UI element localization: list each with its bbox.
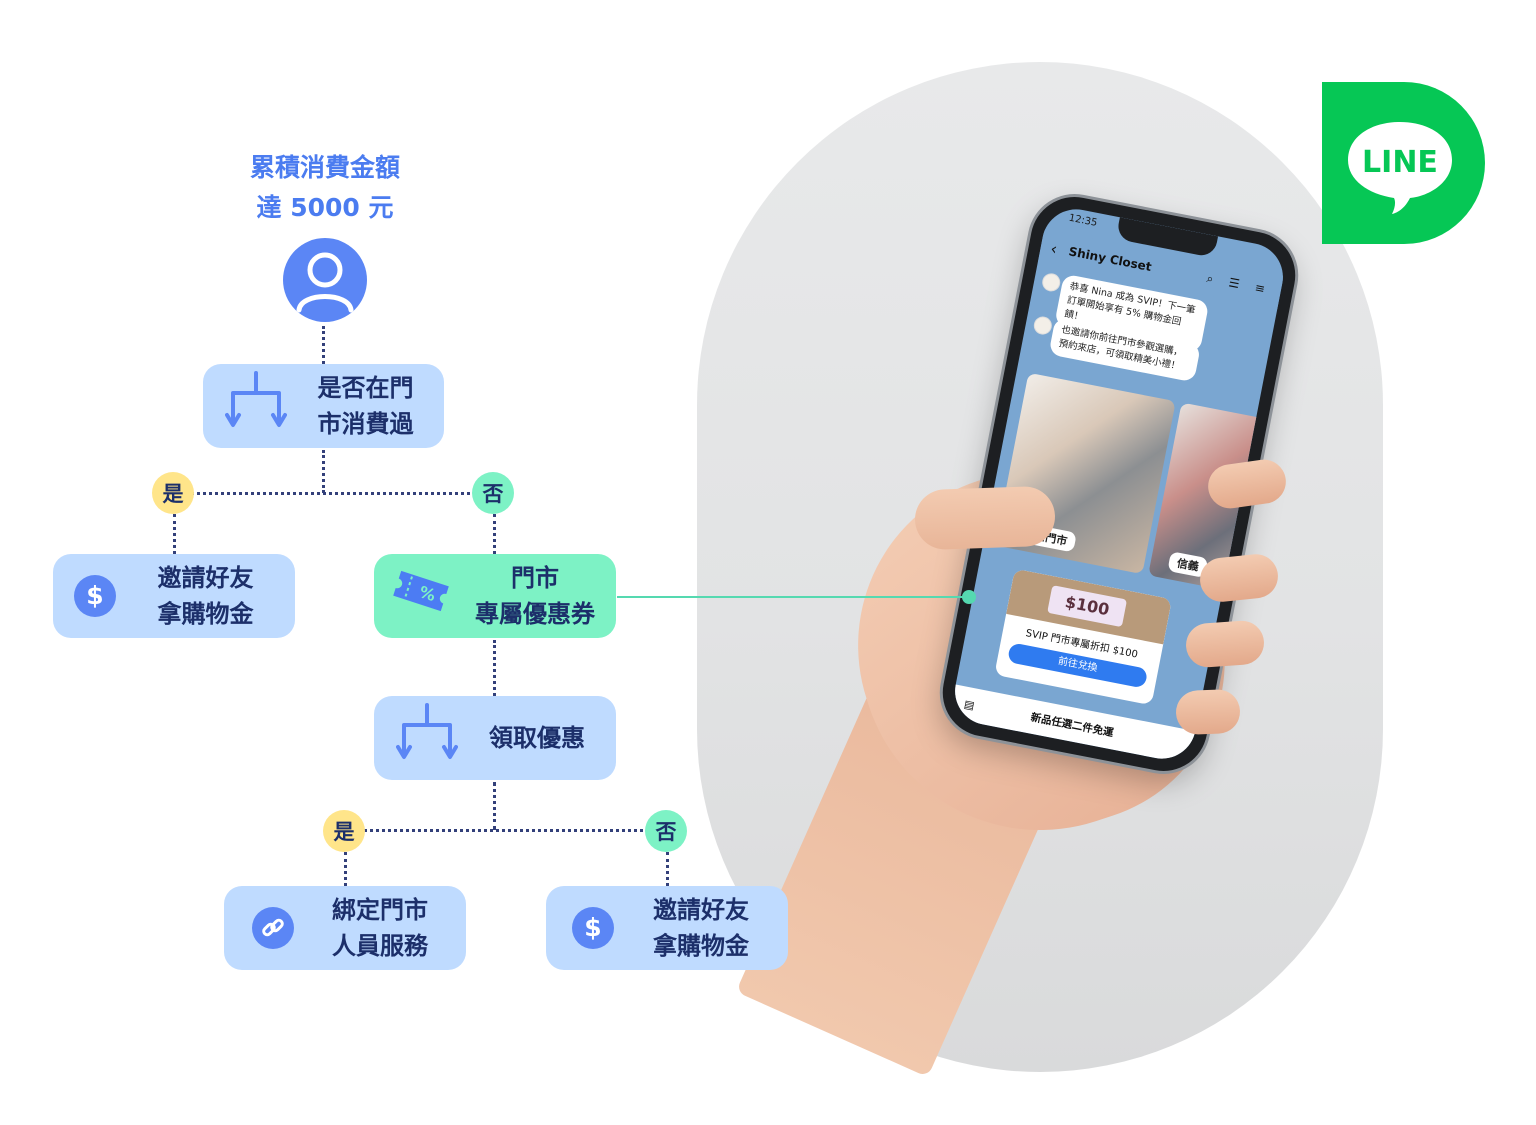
user-avatar-icon xyxy=(283,238,367,322)
svg-text:%: % xyxy=(417,582,438,605)
trigger-title: 累積消費金額 達 5000 元 xyxy=(200,148,450,228)
coupon-node-line2: 專屬優惠券 xyxy=(475,600,595,628)
decision1-line1: 是否在門 xyxy=(317,374,414,402)
keyboard-icon[interactable]: ▤ xyxy=(963,697,976,712)
connector-decision2-down xyxy=(493,782,496,830)
trigger-title-line1: 累積消費金額 xyxy=(249,153,400,182)
coupon-ticket-amount: $100 xyxy=(1047,585,1128,628)
back-arrow-icon[interactable]: ‹ xyxy=(1049,238,1059,259)
decision-claim-offer: 領取優惠 xyxy=(374,696,616,780)
store-coupon-node: % 門市 專屬優惠券 xyxy=(374,554,616,638)
connector-coupon-decision2 xyxy=(493,640,496,696)
link-icon xyxy=(252,907,294,949)
decision1-line2: 市消費過 xyxy=(317,410,414,438)
connector-avatar-decision xyxy=(322,326,325,364)
decision-store-purchase: 是否在門 市消費過 xyxy=(203,364,444,448)
hand-thumb xyxy=(913,485,1057,551)
dollar-coin-icon: $ xyxy=(74,575,116,617)
coupon-ticket-icon: % xyxy=(388,566,454,626)
chat-toolbar-icons[interactable]: ⌕ ☰ ≡ xyxy=(1205,270,1273,297)
status-time: 12:35 xyxy=(1067,212,1099,229)
yes-badge: 是 xyxy=(323,810,365,852)
invite1-line1: 邀請好友 xyxy=(157,564,254,592)
split-branch-icon xyxy=(225,369,287,443)
coupon-to-phone-connector xyxy=(617,596,969,598)
no-badge: 否 xyxy=(645,810,687,852)
yes-badge: 是 xyxy=(152,472,194,514)
line-logo-text: LINE xyxy=(1362,145,1438,180)
hand-finger xyxy=(1184,619,1266,669)
connector-yes1-invite xyxy=(173,514,176,554)
coupon-node-line1: 門市 xyxy=(511,564,559,592)
bind-line2: 人員服務 xyxy=(332,932,428,960)
bind-store-staff-node: 綁定門市 人員服務 xyxy=(224,886,466,970)
decision2-label: 領取優惠 xyxy=(489,724,585,752)
connector-no2-invite xyxy=(666,852,669,886)
hand-finger xyxy=(1175,688,1241,736)
invite1-line2: 拿購物金 xyxy=(157,600,254,628)
split-branch-icon xyxy=(396,701,458,775)
connector-yes2-bind xyxy=(344,852,347,886)
connector-decision1-down xyxy=(322,450,325,493)
trigger-title-line2: 達 5000 元 xyxy=(256,193,394,222)
connector-no1-coupon xyxy=(493,514,496,554)
rich-menu-label: 新品任選二件免運 xyxy=(1029,711,1115,739)
connector-branch2-horizontal xyxy=(345,829,667,832)
invite2-line1: 邀請好友 xyxy=(653,896,749,924)
connector-branch1-horizontal xyxy=(174,492,494,495)
line-logo-icon: LINE xyxy=(1320,80,1486,246)
connector-dot xyxy=(962,590,976,604)
invite-friends-node: $ 邀請好友 拿購物金 xyxy=(53,554,295,638)
no-badge: 否 xyxy=(472,472,514,514)
chat-name: Shiny Closet xyxy=(1067,244,1153,275)
shop-avatar-icon xyxy=(1032,315,1054,337)
bind-line1: 綁定門市 xyxy=(332,896,428,924)
coupon-card[interactable]: $100 SVIP 門市專屬折扣 $100 前往兌換 xyxy=(994,568,1172,706)
shop-avatar-icon xyxy=(1040,271,1062,293)
invite-friends-node-2: $ 邀請好友 拿購物金 xyxy=(546,886,788,970)
invite2-line2: 拿購物金 xyxy=(653,932,749,960)
dollar-coin-icon: $ xyxy=(572,907,614,949)
